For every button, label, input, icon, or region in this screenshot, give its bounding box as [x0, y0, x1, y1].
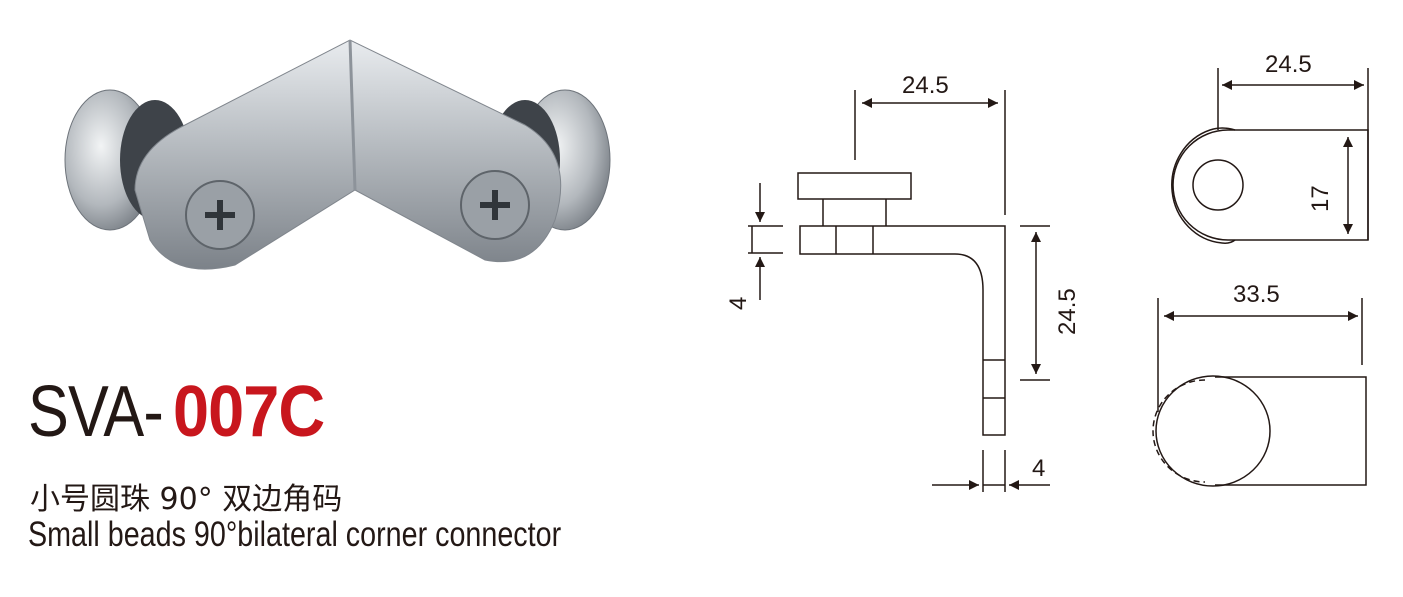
- dim-side-height: 24.5: [1054, 288, 1081, 335]
- product-name-english: Small beads 90°bilateral corner connecto…: [28, 515, 562, 554]
- dim-side-arm-thickness: 4: [725, 297, 752, 310]
- side-view: [748, 90, 1050, 492]
- dim-front-width: 33.5: [1233, 281, 1280, 308]
- model-number: SVA-007C: [28, 372, 325, 452]
- product-name-chinese: 小号圆珠 90° 双边角码: [30, 482, 343, 517]
- top-view: [1171, 68, 1369, 244]
- dim-side-bottom-thickness: 4: [1032, 455, 1045, 482]
- model-code: 007C: [173, 372, 325, 452]
- product-photo: [64, 39, 611, 270]
- connector-body: [64, 39, 611, 270]
- dim-top-height: 17: [1307, 185, 1334, 212]
- dim-side-top-width: 24.5: [902, 72, 949, 99]
- model-prefix: SVA-: [28, 372, 164, 452]
- front-view: [1152, 298, 1367, 487]
- dim-top-width: 24.5: [1265, 51, 1312, 78]
